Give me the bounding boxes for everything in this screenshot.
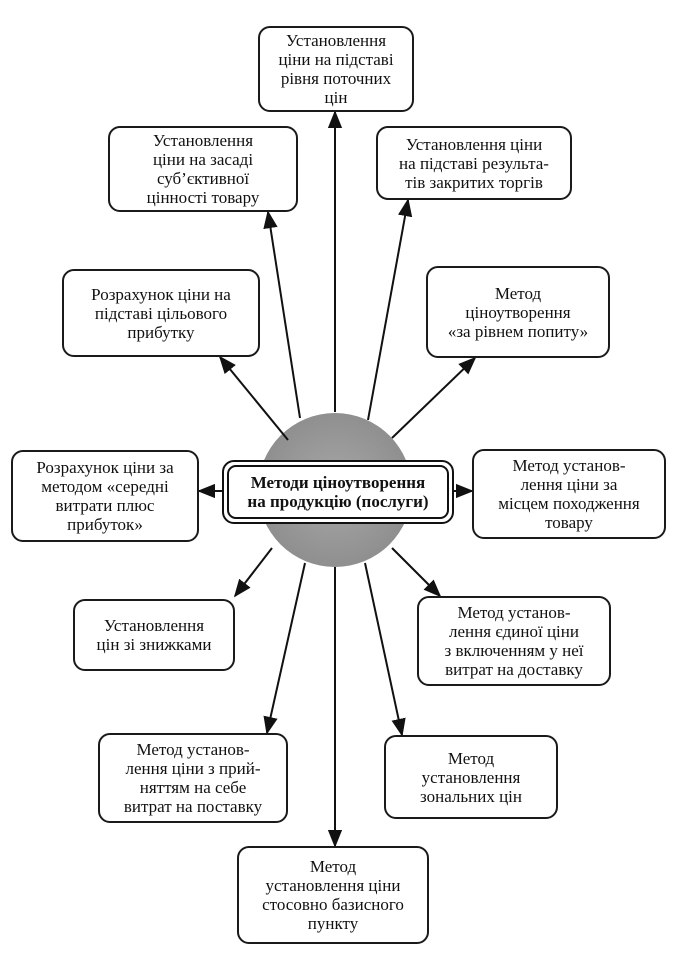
center-title: Методи ціноутворення на продукцію (послу… [227, 465, 449, 519]
method-box-discounts: Установлення цін зі знижками [73, 599, 235, 671]
method-box-subjective-value: Установлення ціни на засаді суб’єктивної… [108, 126, 298, 212]
arrow-to-discounts [233, 547, 273, 598]
arrow-to-subjective-value [263, 210, 301, 419]
arrow-to-closed-tenders [367, 198, 413, 421]
method-box-place-of-origin: Метод установ- лення ціни за місцем похо… [472, 449, 666, 539]
method-box-target-profit: Розрахунок ціни на підставі цільового пр… [62, 269, 260, 357]
arrow-to-target-profit [218, 355, 289, 441]
method-box-uniform-delivered: Метод установ- лення єдиної ціни з включ… [417, 596, 611, 686]
arrow-to-demand-level [391, 356, 477, 439]
arrow-to-zone-pricing [364, 562, 406, 737]
method-box-demand-level: Метод ціноутворення «за рівнем попиту» [426, 266, 610, 358]
arrow-to-uniform-delivered [391, 547, 442, 598]
center-node: Методи ціноутворення на продукцію (послу… [222, 460, 454, 524]
arrows-group [197, 110, 477, 848]
method-box-freight-absorption: Метод установ- лення ціни з прий- няттям… [98, 733, 288, 823]
method-box-zone-pricing: Метод установлення зональних цін [384, 735, 558, 819]
method-box-basing-point: Метод установлення ціни стосовно базисно… [237, 846, 429, 944]
method-box-average-cost-plus-profit: Розрахунок ціни за методом «середні витр… [11, 450, 199, 542]
method-box-closed-tenders: Установлення ціни на підставі результа- … [376, 126, 572, 200]
arrow-to-freight-absorption [263, 562, 306, 735]
method-box-current-price-level: Установлення ціни на підставі рівня пото… [258, 26, 414, 112]
